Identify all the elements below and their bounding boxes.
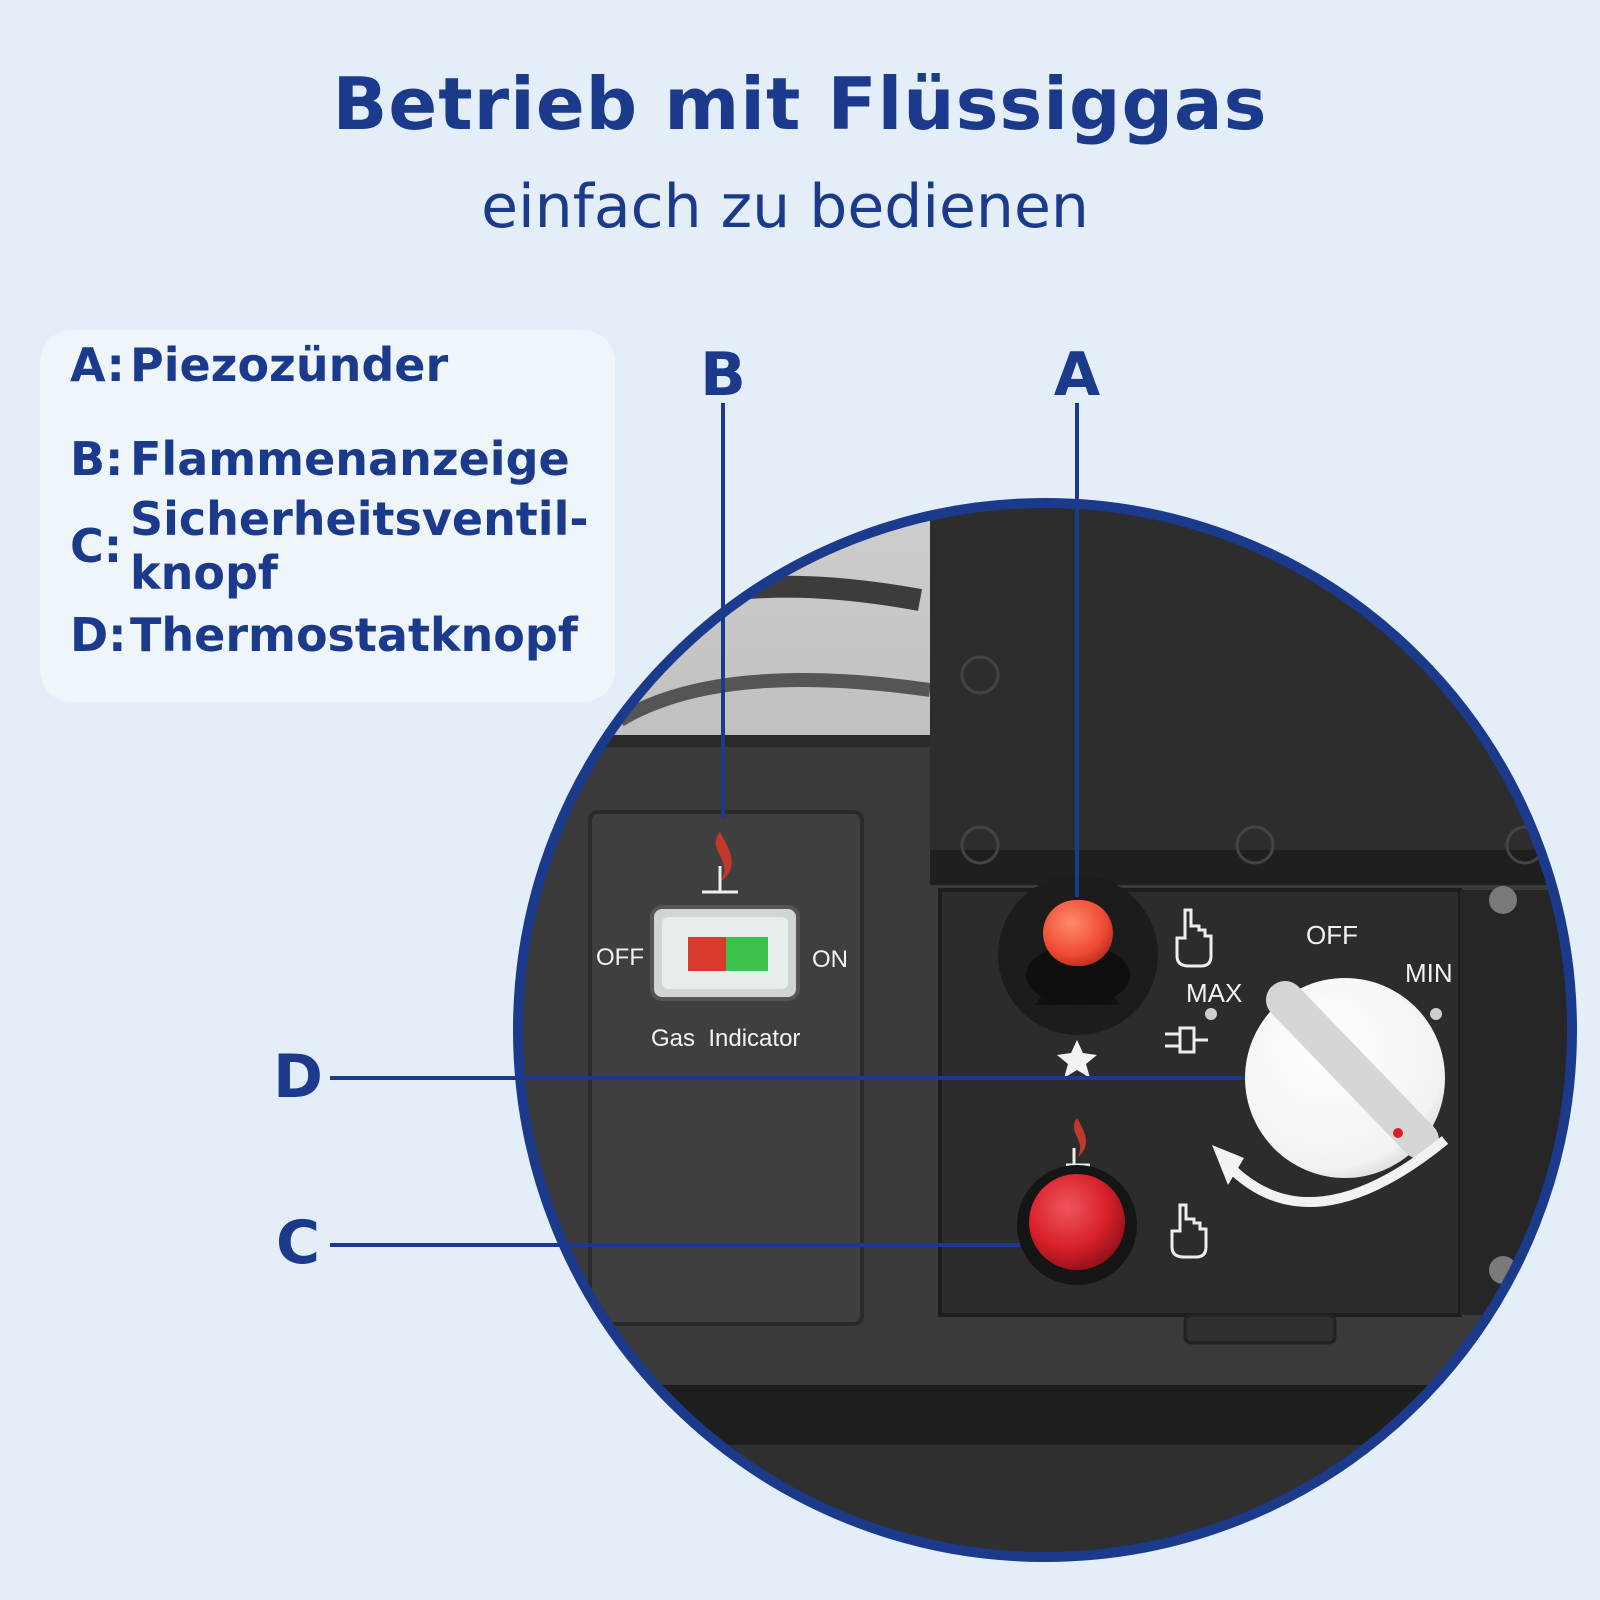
page-subtitle: einfach zu bedienen: [481, 172, 1089, 242]
gas-indicator-label: Gas Indicator: [651, 1025, 801, 1052]
piezo-igniter-button[interactable]: [998, 875, 1158, 1035]
legend-key: A:: [70, 338, 125, 392]
legend-text: Thermostatknopf: [130, 608, 578, 662]
legend-text: Sicherheitsventil- knopf: [130, 492, 589, 600]
callout-label-d: D: [273, 1042, 323, 1112]
gas-indicator-window: [650, 905, 800, 1001]
zoom-circle-frame: [513, 498, 1577, 1562]
callout-label-c: C: [275, 1208, 321, 1278]
hand-press-icon: [1170, 1203, 1208, 1259]
knob-min-label: MIN: [1405, 958, 1453, 988]
legend-item-c: C: Sicherheitsventil- knopf: [70, 492, 588, 600]
max-position-dot: [1205, 1008, 1217, 1020]
min-position-dot: [1430, 1008, 1442, 1020]
callout-label-a: A: [1053, 340, 1101, 410]
safety-valve-button[interactable]: [1017, 1165, 1137, 1285]
gas-off-label: OFF: [596, 944, 644, 971]
legend-item-d: D: Thermostatknopf: [70, 608, 578, 662]
knob-off-label: OFF: [1306, 920, 1358, 950]
legend-text: Flammenanzeige: [130, 432, 570, 486]
hand-press-icon: [1175, 908, 1213, 968]
legend-key: B:: [70, 432, 124, 486]
plug-icon: [1165, 1026, 1208, 1054]
knob-max-label: MAX: [1186, 978, 1243, 1008]
gas-on-label: ON: [812, 946, 848, 973]
legend-box: A: Piezozünder B: Flammenanzeige C: Sich…: [40, 330, 615, 702]
legend-key: C:: [70, 519, 123, 573]
indicator-green-segment: [726, 937, 768, 971]
indicator-red-segment: [688, 937, 726, 971]
flame-icon: [1066, 1118, 1090, 1167]
callout-label-b: B: [700, 340, 746, 410]
flame-icon: [702, 832, 738, 894]
spark-icon: [1057, 1040, 1097, 1078]
page-title: Betrieb mit Flüssiggas: [332, 62, 1268, 146]
legend-item-a: A: Piezozünder: [70, 338, 448, 392]
legend-key: D:: [70, 608, 127, 662]
legend-item-b: B: Flammenanzeige: [70, 432, 570, 486]
thermostat-knob[interactable]: [1245, 978, 1445, 1178]
rotate-arrow-icon: [1212, 1136, 1449, 1207]
legend-text: Piezozünder: [130, 338, 449, 392]
